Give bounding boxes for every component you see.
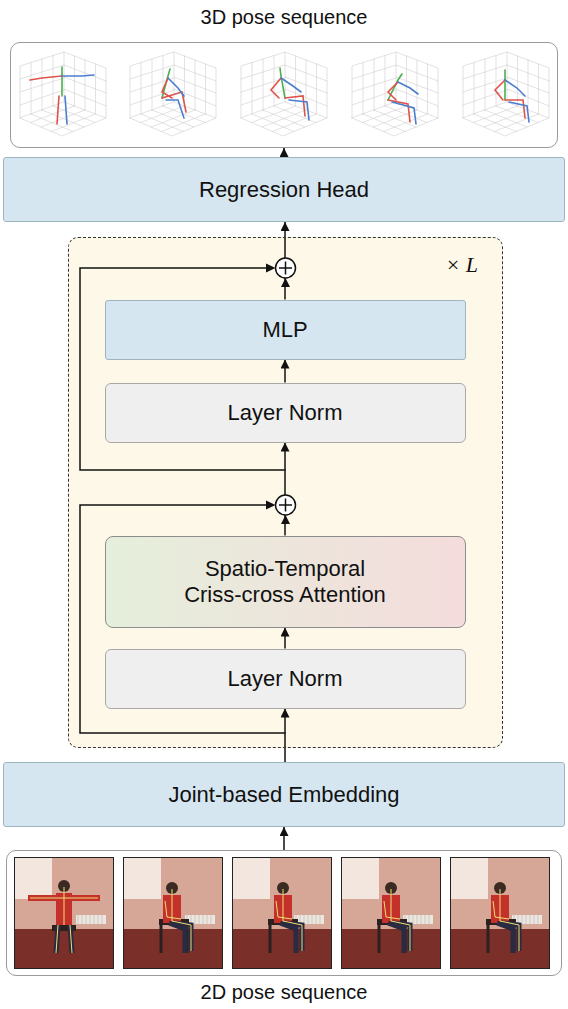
block-heading: × L <box>445 252 478 278</box>
video-frame <box>14 857 114 969</box>
adder-symbol <box>266 258 296 287</box>
attention-box: Spatio-Temporal Criss-cross Attention <box>105 536 466 628</box>
box-label: MLP <box>262 317 307 343</box>
embedding-box: Joint-based Embedding <box>3 762 565 827</box>
flow-arrow <box>283 148 285 157</box>
flow-arrow <box>284 709 286 763</box>
pose-plot <box>20 52 106 136</box>
flow-arrow <box>284 628 286 649</box>
box-label: Layer Norm <box>228 400 343 426</box>
box-label: Spatio-Temporal Criss-cross Attention <box>178 556 393 608</box>
pose-plot <box>130 52 216 136</box>
output-panel: 3D pose sequence <box>10 42 558 148</box>
video-frame <box>450 857 550 969</box>
norm-box: Layer Norm <box>105 383 466 443</box>
box-label: Regression Head <box>199 177 369 203</box>
block-ground <box>68 237 503 748</box>
pose-plots-3d <box>20 52 549 136</box>
pose-plot <box>241 52 327 136</box>
box-label: Layer Norm <box>228 666 343 692</box>
regression-head: Regression Head <box>3 157 565 222</box>
box-label: Joint-based Embedding <box>168 782 399 808</box>
adder-symbol <box>266 495 296 524</box>
pose-plot <box>463 52 549 136</box>
video-frame <box>232 857 332 969</box>
input-frames <box>14 857 550 969</box>
input-panel: 2D pose sequence <box>6 850 562 976</box>
block-heading: 3D pose sequence <box>11 6 557 30</box>
repeat-block: × LMLPLayer NormSpatio-Temporal Criss-cr… <box>68 237 503 748</box>
video-frame <box>123 857 223 969</box>
flow-arrow <box>284 360 286 383</box>
pose-plot <box>352 52 438 136</box>
mlp-box: MLP <box>105 300 466 360</box>
block-heading: 2D pose sequence <box>7 981 561 1005</box>
video-frame <box>341 857 441 969</box>
flow-arrow <box>283 827 285 850</box>
norm-box: Layer Norm <box>105 649 466 709</box>
